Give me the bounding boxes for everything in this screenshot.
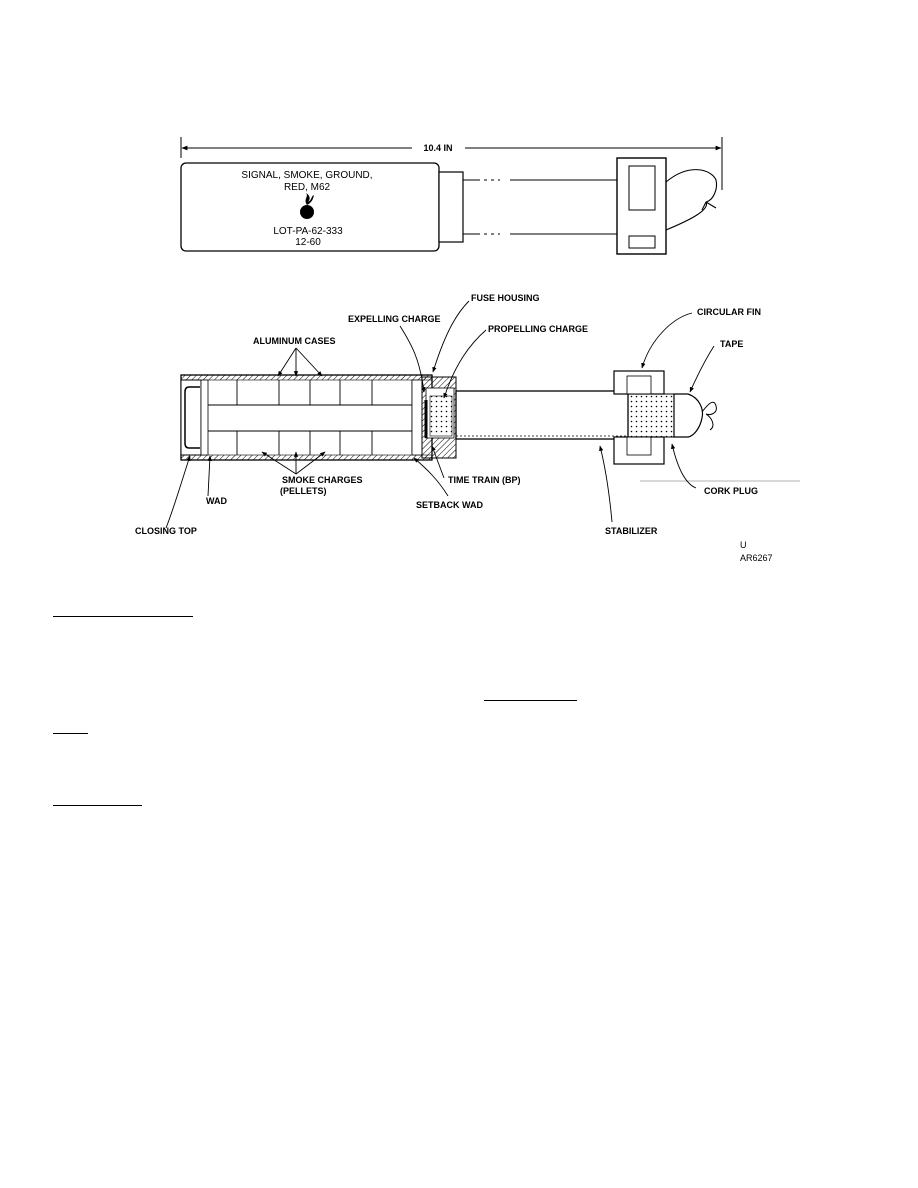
exterior-neck <box>438 171 464 243</box>
heading-underline-4 <box>53 805 142 806</box>
label-smoke-charges: SMOKE CHARGES <box>282 475 363 485</box>
label-closing-top: CLOSING TOP <box>135 526 197 536</box>
stabilizer-tube <box>455 390 629 440</box>
marking-line-4: 12-60 <box>295 237 321 248</box>
label-stabilizer: STABILIZER <box>605 526 658 536</box>
label-tape: TAPE <box>720 339 743 349</box>
flaming-bomb-icon <box>300 193 314 219</box>
marking-line-3: LOT-PA-62-333 <box>273 226 343 237</box>
heading-underline-2 <box>484 700 577 701</box>
label-expelling-charge: EXPELLING CHARGE <box>348 314 441 324</box>
label-fuse-housing: FUSE HOUSING <box>471 293 540 303</box>
callout-leaders <box>165 300 715 529</box>
figure-ref-line-1: U <box>740 540 747 550</box>
label-wad: WAD <box>206 496 227 506</box>
dimension-label: 10.4 IN <box>423 143 452 153</box>
setback-wad <box>411 379 423 456</box>
label-aluminum-cases: ALUMINUM CASES <box>253 336 336 346</box>
label-propelling-charge: PROPELLING CHARGE <box>488 324 588 334</box>
dimension-line: 10.4 IN <box>180 137 723 190</box>
canister-wall <box>180 374 433 461</box>
label-cork-plug: CORK PLUG <box>704 486 758 496</box>
cutaway-view <box>180 370 717 465</box>
marking-line-2: RED, M62 <box>284 182 331 193</box>
marking-line-1: SIGNAL, SMOKE, GROUND, <box>241 170 372 181</box>
label-circular-fin: CIRCULAR FIN <box>697 307 761 317</box>
figure-ref-line-2: AR6267 <box>740 553 773 563</box>
cork-plug <box>627 393 675 438</box>
heading-underline-1 <box>53 616 193 617</box>
wad <box>200 379 209 456</box>
propelling-charge <box>429 395 453 437</box>
label-pellets: (PELLETS) <box>280 486 327 496</box>
heading-underline-3 <box>53 733 88 734</box>
tape-cap <box>673 393 704 438</box>
exterior-view: SIGNAL, SMOKE, GROUND, RED, M62 LOT-PA-6… <box>180 157 718 255</box>
label-setback-wad: SETBACK WAD <box>416 500 483 510</box>
exterior-tape-loop <box>665 169 718 231</box>
label-time-train: TIME TRAIN (BP) <box>448 475 521 485</box>
closing-top <box>180 379 202 456</box>
